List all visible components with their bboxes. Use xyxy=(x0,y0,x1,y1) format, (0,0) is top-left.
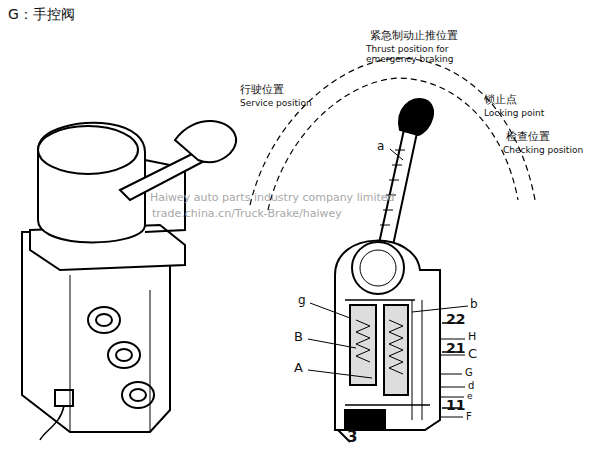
watermark: Haiwey auto parts industry company limit… xyxy=(150,192,395,205)
callout-letter: b xyxy=(470,298,478,312)
position-label-en: Thrust position for emergency braking xyxy=(366,44,486,65)
port-number: 22 xyxy=(446,311,465,327)
position-label-en: Locking point xyxy=(484,108,544,118)
port-number: 11 xyxy=(446,397,465,413)
callout-letter: a xyxy=(377,140,384,154)
valve-section-view xyxy=(335,99,440,442)
callout-letter: e xyxy=(467,391,473,401)
figure-title: G：手控阀 xyxy=(8,6,75,22)
valve-3d-view xyxy=(22,121,236,440)
callout-letter: G xyxy=(465,367,473,379)
watermark: trade.china.cn/Truck-Brake/haiwey xyxy=(152,208,342,221)
callout-letter: g xyxy=(298,294,306,308)
position-label-cn: 检查位置 xyxy=(506,131,550,144)
callout-letter: C xyxy=(468,347,477,362)
callout-letter: d xyxy=(468,380,474,392)
callout-letter: F xyxy=(466,411,472,423)
position-label-en: Service position xyxy=(240,98,312,108)
position-label-cn: 锁止点 xyxy=(484,94,517,107)
callout-letter: A xyxy=(294,361,303,376)
leader-lines xyxy=(308,149,468,417)
port-number: 3 xyxy=(347,429,357,446)
port-number: 21 xyxy=(446,340,465,356)
position-label-cn: 行驶位置 xyxy=(240,84,284,97)
callout-letter: H xyxy=(468,331,476,344)
position-label-cn: 紧急制动止推位置 xyxy=(370,30,458,43)
callout-letter: B xyxy=(294,330,303,345)
position-label-en: Checking position xyxy=(503,145,583,155)
